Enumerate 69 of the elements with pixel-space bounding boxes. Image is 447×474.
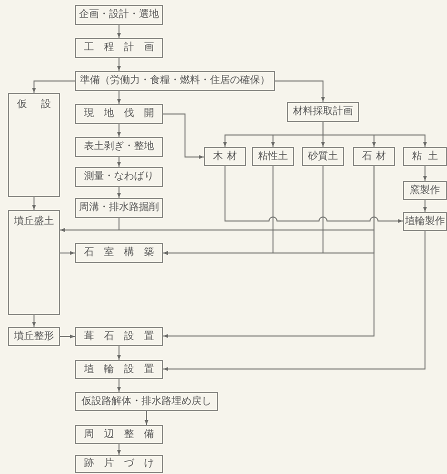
arrow <box>423 200 427 212</box>
arrow <box>117 444 121 456</box>
arrow <box>60 251 76 255</box>
process-box <box>204 147 246 166</box>
process-box <box>252 147 294 166</box>
arrow <box>117 24 121 38</box>
process-box <box>75 38 163 58</box>
step-label: 窯製作 <box>410 184 440 196</box>
step-label: 準備（労働力・食糧・燃料・住居の確保） <box>80 75 270 87</box>
step-label: 仮設路解体・排水路埋め戻し <box>82 396 212 408</box>
step-label: 埴輪製作 <box>405 216 445 228</box>
process-box <box>8 327 60 346</box>
arrow <box>117 378 121 392</box>
process-box <box>75 71 275 91</box>
step-label: 埴輪設置 <box>83 364 155 376</box>
arrow <box>117 58 121 72</box>
process-box <box>75 327 163 346</box>
step-label: 粘性土 <box>258 150 288 162</box>
process-box <box>75 243 163 263</box>
arrow <box>162 114 204 159</box>
step-label: 現地伐開 <box>83 108 155 120</box>
step-label: 石室構築 <box>83 247 155 259</box>
step-label: 企画・設計・選地 <box>79 9 159 21</box>
step-label: 周辺整備 <box>83 428 155 440</box>
process-box <box>75 198 163 218</box>
step-label: 跡片づけ <box>83 458 155 470</box>
process-box <box>403 181 447 200</box>
arrow <box>224 166 404 223</box>
step-label: 葺石設置 <box>83 330 155 342</box>
process-box <box>287 102 359 122</box>
arrow <box>117 90 121 104</box>
process-box <box>403 212 447 231</box>
arrow <box>32 196 36 210</box>
arrow <box>117 156 121 168</box>
step-label: 仮設 <box>16 99 52 111</box>
process-box <box>75 392 218 411</box>
arrow <box>60 334 76 338</box>
step-label: 表土剥ぎ・整地 <box>84 141 154 153</box>
arrow <box>423 166 427 182</box>
arrow <box>274 80 325 102</box>
step-label: 砂質土 <box>308 150 338 162</box>
step-label: 墳丘整形 <box>14 330 54 342</box>
arrow <box>144 410 148 426</box>
step-label: 周溝・排水路掘削 <box>79 202 159 214</box>
step-label: 材料採取計画 <box>293 106 353 118</box>
process-box <box>75 425 163 444</box>
process-box <box>75 167 163 187</box>
process-box <box>403 147 447 166</box>
process-box <box>75 137 163 157</box>
process-box <box>75 5 163 25</box>
arrow <box>32 314 36 328</box>
step-label: 工程計画 <box>83 42 155 54</box>
process-box <box>75 104 163 124</box>
step-label: 墳丘盛土 <box>14 216 54 228</box>
arrow <box>117 186 121 198</box>
arrow <box>162 230 426 371</box>
arrow <box>117 346 121 360</box>
arrow <box>32 80 76 94</box>
step-label: 木材 <box>212 150 238 162</box>
process-box <box>8 93 60 197</box>
process-box <box>8 210 60 315</box>
step-label: 石材 <box>361 150 387 162</box>
arrow <box>117 124 121 138</box>
step-label: 粘土 <box>411 150 439 162</box>
process-box <box>302 147 344 166</box>
process-box <box>75 455 163 473</box>
process-box <box>75 360 163 379</box>
process-box <box>353 147 395 166</box>
step-label: 測量・なわばり <box>84 171 154 183</box>
